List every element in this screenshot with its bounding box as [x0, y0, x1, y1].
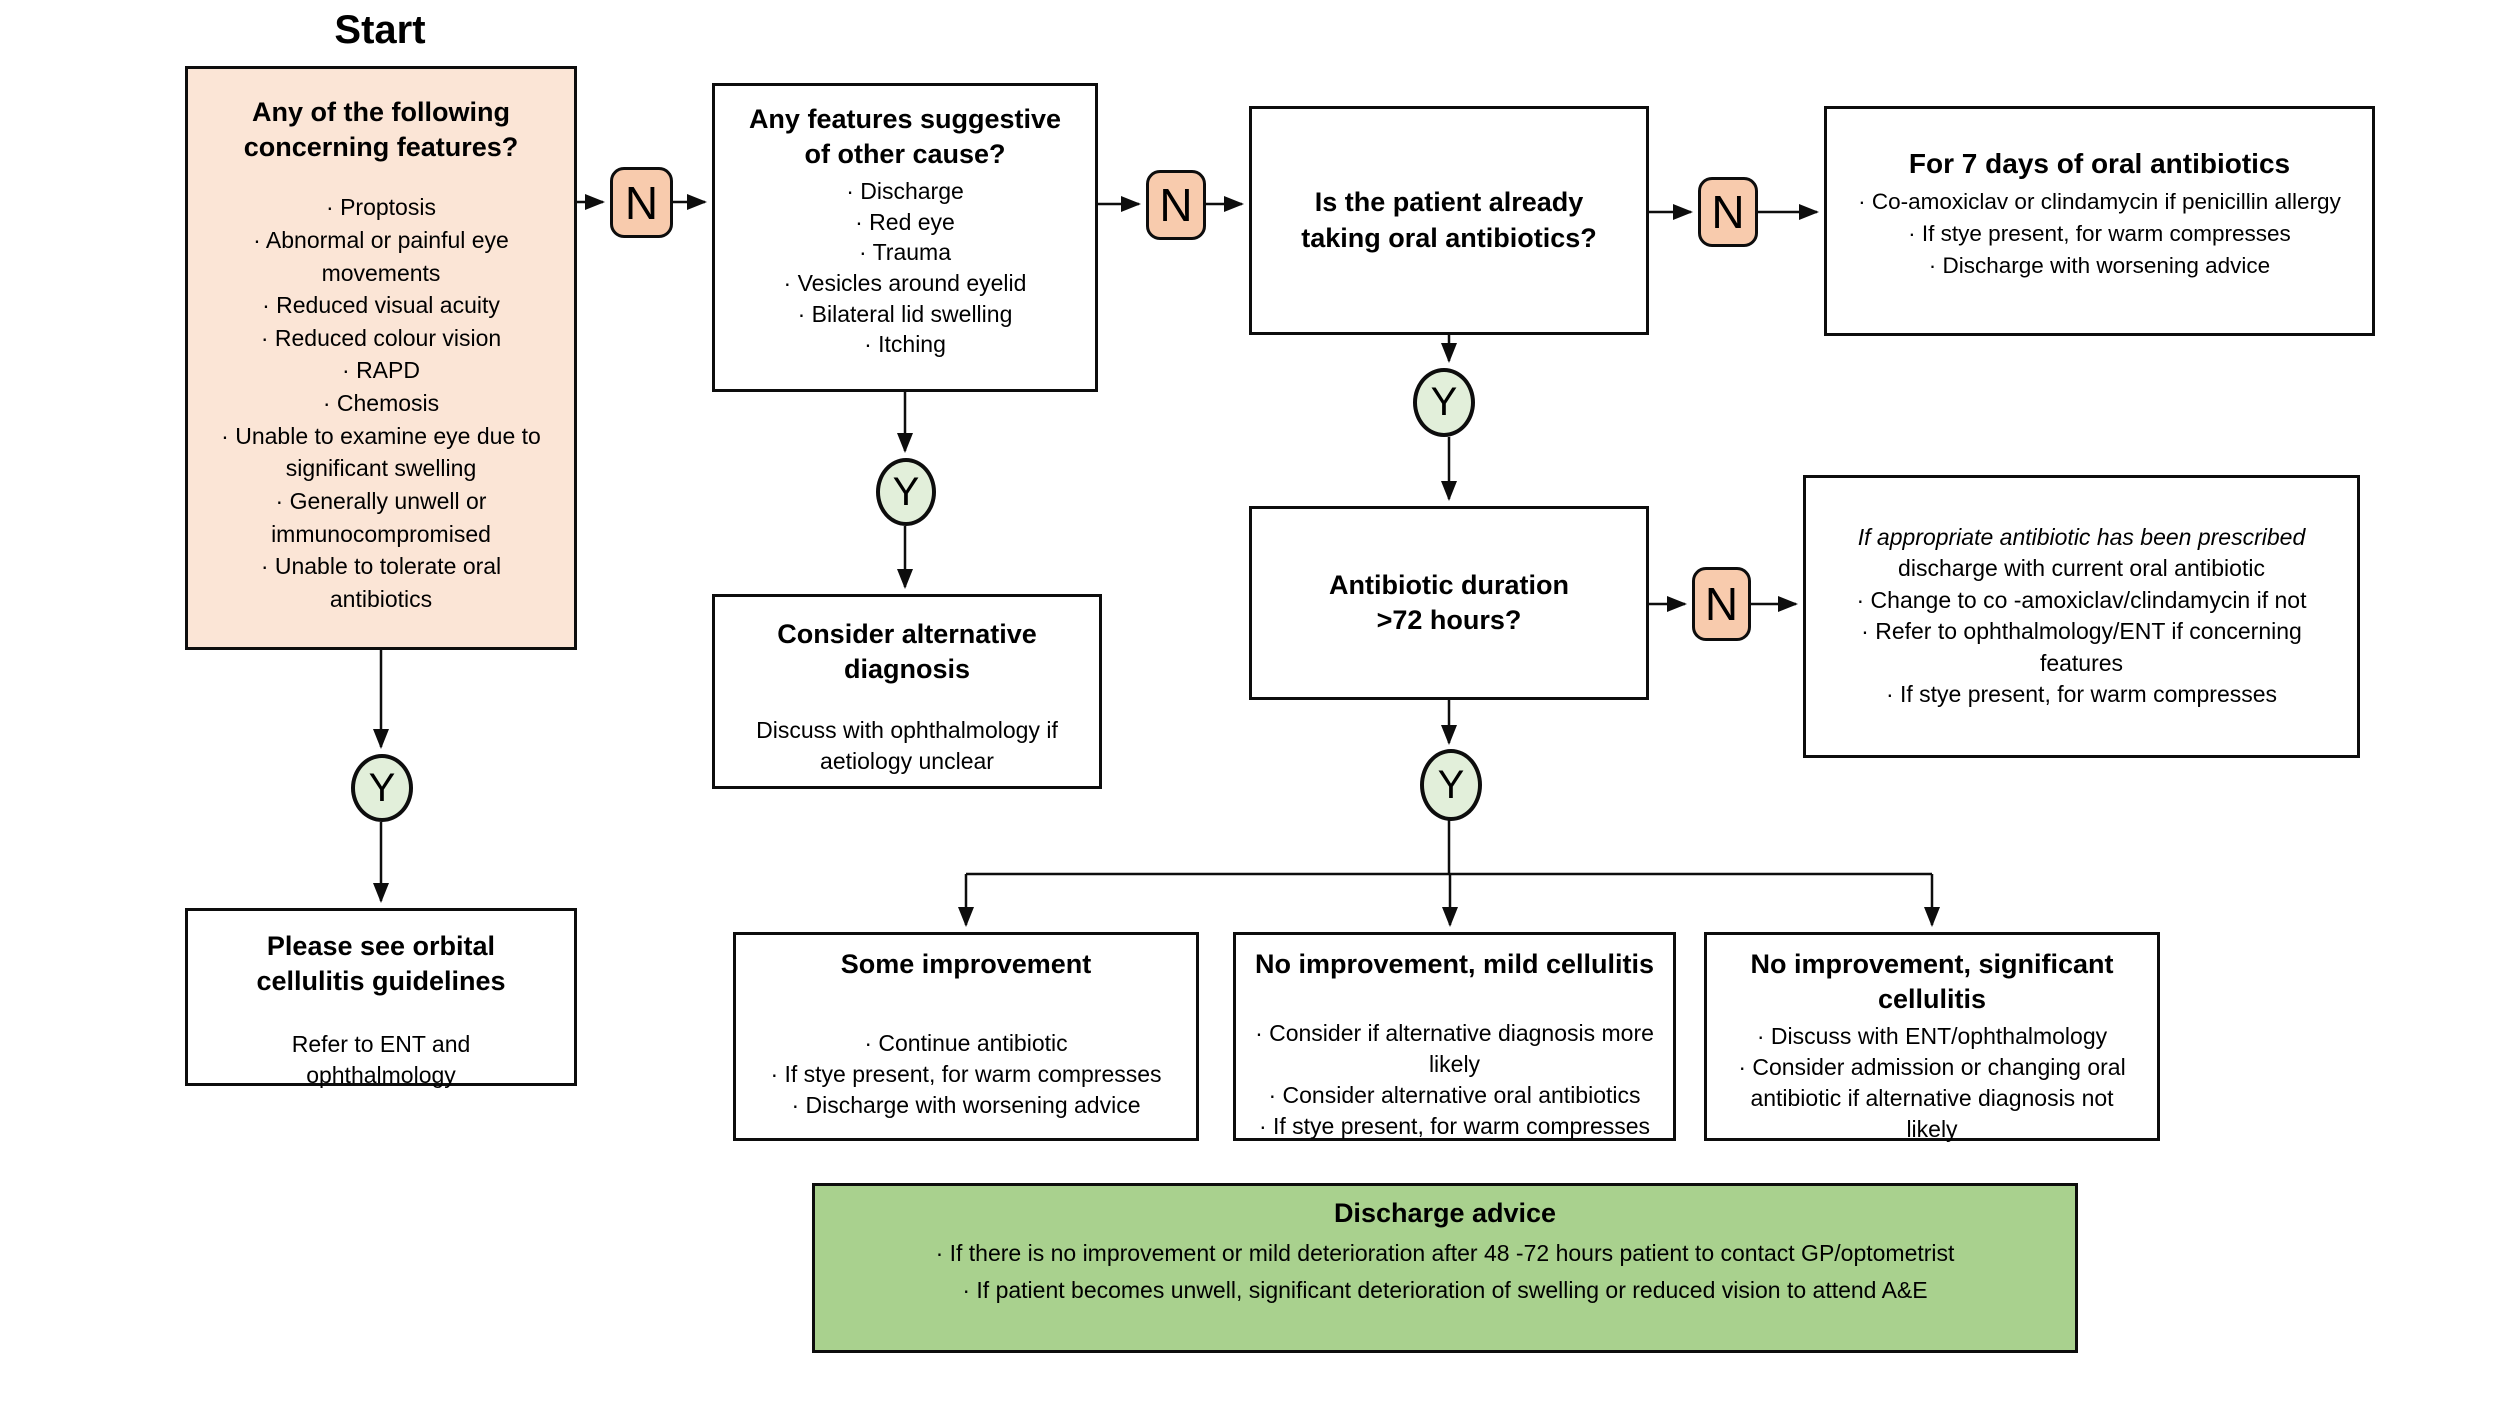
- node-header: Some improvement: [840, 949, 1092, 979]
- yes-badge-2: Y: [876, 458, 936, 526]
- node-orbital-cellulitis: Please see orbital cellulitis guidelines…: [185, 908, 577, 1088]
- node-header: Antibiotic duration >72 hours?: [1329, 569, 1569, 635]
- list-item: · Bilateral lid swelling: [797, 300, 1013, 327]
- node-note: If appropriate antibiotic has been presc…: [1857, 524, 2306, 551]
- node-items: · Co-amoxiclav or clindamycin if penicil…: [1858, 186, 2341, 283]
- node-other-cause: Any features suggestive of other cause? …: [712, 83, 1098, 392]
- start-label: Start: [334, 8, 426, 52]
- node-no-improvement-significant: No improvement, significant cellulitis ·…: [1704, 932, 2160, 1142]
- no-badge-3: N: [1698, 177, 1758, 247]
- no-badge-label: N: [1711, 186, 1745, 238]
- node-no-improvement-mild: No improvement, mild cellulitis · Consid…: [1233, 932, 1676, 1141]
- list-item: · Consider alternative oral antibiotics: [1268, 1082, 1641, 1109]
- no-badge-label: N: [1159, 179, 1193, 231]
- node-items: · Discuss with ENT/ophthalmology · Consid…: [1725, 1021, 2139, 1145]
- no-badge-label: N: [624, 176, 659, 229]
- node-items: discharge with current oral antibiotic · …: [1822, 553, 2341, 711]
- list-item: · Abnormal or painful eye movements: [253, 226, 509, 286]
- yes-badge-label: Y: [892, 469, 920, 514]
- node-header: Any features suggestive of other cause?: [748, 104, 1062, 170]
- list-item: · Vesicles around eyelid: [783, 269, 1027, 296]
- node-seven-days-antibiotics: For 7 days of oral antibiotics · Co-amox…: [1824, 106, 2375, 336]
- node-header: For 7 days of oral antibiotics: [1908, 147, 2291, 179]
- list-item: · If there is no improvement or mild det…: [935, 1240, 1955, 1267]
- no-badge-1: N: [610, 167, 673, 238]
- list-item: · Co-amoxiclav or clindamycin if penicil…: [1858, 188, 2341, 214]
- node-items: · Continue antibiotic · If stye present, …: [770, 1028, 1161, 1121]
- yes-badge-3: Y: [1413, 368, 1475, 437]
- node-concerning-features: Any of the following concerning features…: [185, 66, 577, 650]
- list-item: · Discuss with ENT/ophthalmology: [1756, 1023, 2108, 1050]
- list-item: · RAPD: [342, 357, 420, 384]
- node-header: Is the patient already taking oral antib…: [1301, 187, 1597, 253]
- list-item: · If stye present, for warm compresses: [1258, 1113, 1651, 1140]
- list-item: · Refer to ophthalmology/ENT if concerni…: [1861, 618, 2302, 676]
- node-header: No improvement, significant cellulitis: [1750, 949, 2114, 1015]
- node-items: · Consider if alternative diagnosis more…: [1246, 1018, 1663, 1142]
- list-item: · Continue antibiotic: [864, 1030, 1068, 1057]
- list-item: · If stye present, for warm compresses: [1908, 221, 2291, 247]
- list-item: · Chemosis: [322, 390, 440, 417]
- list-item: · Trauma: [858, 239, 951, 266]
- list-item: · Red eye: [855, 208, 955, 235]
- yes-badge-4: Y: [1420, 749, 1482, 821]
- no-badge-4: N: [1692, 567, 1751, 641]
- list-item: · Generally unwell or immunocompromised: [271, 488, 491, 547]
- list-item: · Itching: [864, 331, 946, 358]
- list-item: · Reduced visual acuity: [262, 292, 500, 319]
- node-alternative-diagnosis: Consider alternative diagnosis Discuss w…: [712, 594, 1102, 789]
- node-taking-antibiotics: Is the patient already taking oral antib…: [1249, 106, 1649, 335]
- list-item: · Reduced colour vision: [260, 324, 502, 351]
- node-some-improvement: Some improvement · Continue antibiotic· …: [733, 932, 1199, 1141]
- node-items: · Proptosis · Abnormal or painful eye mov…: [214, 191, 548, 616]
- node-header: No improvement, mild cellulitis: [1254, 949, 1655, 979]
- list-item: · Proptosis: [326, 194, 436, 221]
- list-item: · If stye present, for warm compresses: [770, 1061, 1162, 1088]
- list-item: · Consider if alternative diagnosis more…: [1255, 1020, 1654, 1078]
- list-item: · Change to co -amoxiclav/clindamycin if…: [1856, 586, 2307, 613]
- list-item: · Discharge: [846, 178, 964, 205]
- node-body: Refer to ENT and ophthalmology: [291, 1031, 471, 1089]
- node-header: Discharge advice: [1333, 1198, 1557, 1228]
- node-header: Consider alternative diagnosis: [777, 619, 1037, 685]
- list-item: · Unable to examine eye due to significa…: [221, 422, 541, 482]
- list-item: · If stye present, for warm compresses: [1885, 681, 2278, 708]
- node-items: · If there is no improvement or mild det…: [936, 1235, 1955, 1309]
- list-item: · Consider admission or changing oral an…: [1738, 1054, 2126, 1143]
- yes-badge-label: Y: [368, 765, 396, 810]
- node-header: Please see orbital cellulitis guidelines: [256, 931, 506, 997]
- no-badge-label: N: [1704, 578, 1739, 630]
- no-badge-2: N: [1146, 170, 1206, 240]
- list-item: · Discharge with worsening advice: [1928, 253, 2271, 279]
- node-header: Any of the following concerning features…: [243, 97, 519, 163]
- list-item: · If patient becomes unwell, significant…: [962, 1276, 1928, 1303]
- node-antibiotic-duration: Antibiotic duration >72 hours?: [1249, 506, 1649, 700]
- list-item: · Discharge with worsening advice: [791, 1092, 1141, 1119]
- yes-badge-1: Y: [351, 754, 413, 822]
- list-item: · Unable to tolerate oral antibiotics: [260, 553, 502, 613]
- list-item: discharge with current oral antibiotic: [1898, 555, 2265, 582]
- yes-badge-label: Y: [1430, 380, 1458, 424]
- node-body: Discuss with ophthalmology if aetiology …: [756, 717, 1058, 775]
- node-discharge-advice: Discharge advice · If there is no improv…: [812, 1183, 2078, 1353]
- yes-badge-label: Y: [1437, 762, 1465, 807]
- node-items: · Discharge · Red eye · Trauma · Vesicles a…: [784, 176, 1027, 359]
- node-if-appropriate-antibiotic: If appropriate antibiotic has been presc…: [1803, 475, 2360, 758]
